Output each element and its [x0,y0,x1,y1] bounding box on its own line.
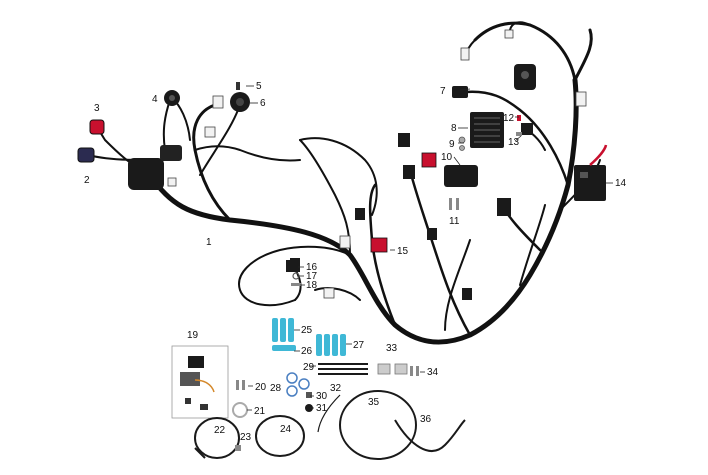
callout-31: 31 [316,403,328,414]
callout-22: 22 [214,425,226,436]
component-28-clamps [286,372,310,397]
callout-14: 14 [615,178,627,189]
component-5-bolt [236,82,240,90]
callout-26: 26 [301,346,313,357]
component-35-cable [339,390,417,460]
component-34-bolts [410,366,419,376]
callout-5: 5 [256,81,262,92]
callout-10: 10 [441,152,453,163]
component-4-grommet [164,90,180,106]
component-23-clip [235,445,241,451]
callout-27: 27 [353,340,365,351]
callout-13: 13 [508,137,520,148]
component-8-regulator [470,112,504,148]
black-connectors [290,133,511,300]
component-33-brackets [377,363,408,375]
component-30-clip [306,392,312,398]
component-21-ring [232,402,248,418]
component-9-screws [458,136,466,151]
callout-28: 28 [270,383,282,394]
component-16-sensor [286,260,298,272]
white-connectors-left [167,95,224,187]
callout-19: 19 [187,330,199,341]
callout-16: 16 [306,262,318,273]
component-20-bolts [236,380,245,390]
callout-24: 24 [280,424,292,435]
white-connectors-mid [323,235,351,299]
callout-6: 6 [260,98,266,109]
component-32-cable [317,394,341,433]
callout-15: 15 [397,246,409,257]
callout-labels: 1 2 3 4 5 6 7 8 9 10 11 12 13 14 15 16 1… [84,81,627,443]
component-24-cable [255,415,305,457]
callout-3: 3 [94,103,100,114]
callout-9: 9 [449,139,455,150]
component-relay-block [128,145,182,190]
component-7-connector [452,86,468,98]
callout-30: 30 [316,391,328,402]
callout-29: 29 [303,362,315,373]
component-31-grommet [305,404,313,412]
component-25-tubes [272,318,294,342]
callout-11: 11 [449,216,460,227]
white-connectors-top [460,29,587,107]
callout-2: 2 [84,175,90,186]
callout-1: 1 [206,237,212,248]
callout-32: 32 [330,383,342,394]
callout-8: 8 [451,123,457,134]
component-12-relay [517,115,533,135]
component-36-cable [394,419,466,452]
component-14-battery [574,144,608,201]
component-13-fuse [516,132,522,136]
callout-25: 25 [301,325,313,336]
component-10-cdi [444,165,478,187]
callout-23: 23 [240,432,252,443]
callout-4: 4 [152,94,158,105]
callout-18: 18 [306,280,318,291]
callout-17: 17 [306,271,318,282]
callout-20: 20 [255,382,267,393]
component-26-tubes [272,345,296,351]
callout-21: 21 [254,406,266,417]
component-2-switch [77,147,95,163]
ignition-switch [514,64,536,90]
component-19-kit-box [171,345,229,419]
red-connectors [370,152,437,253]
component-29-ties [318,363,368,375]
callout-33: 33 [386,343,398,354]
component-27-tubes [316,334,346,356]
component-22-cable [194,417,240,459]
callout-36: 36 [420,414,432,425]
leader-lines [246,85,613,411]
component-6-horn [230,92,250,112]
component-18-screw [291,283,301,286]
callout-12: 12 [503,113,515,124]
callout-7: 7 [440,86,446,97]
component-11-bolts [449,198,459,210]
callout-35: 35 [368,397,380,408]
callout-34: 34 [427,367,439,378]
component-3-switch [89,119,105,135]
